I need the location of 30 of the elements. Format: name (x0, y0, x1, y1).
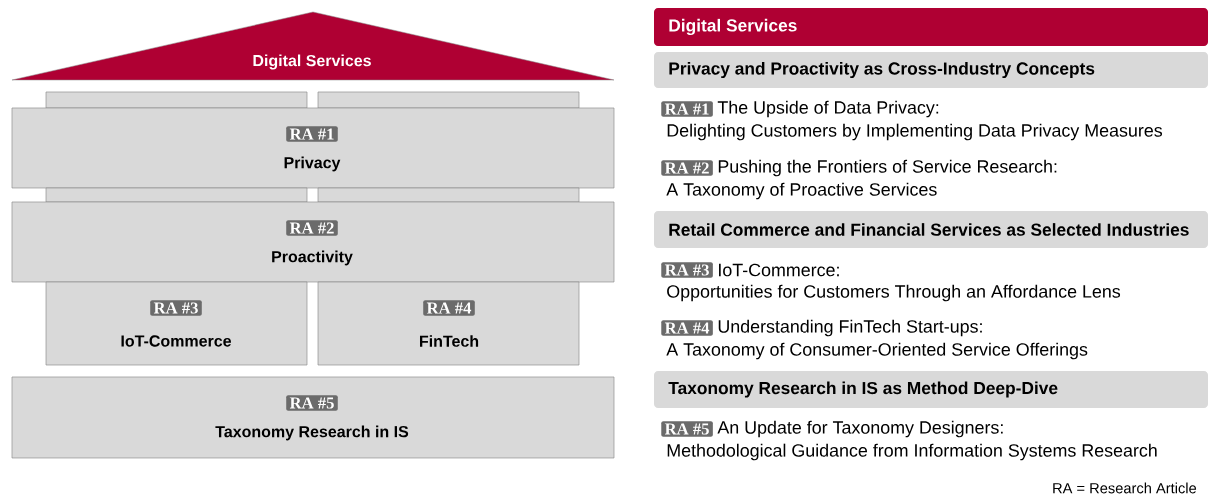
article-title: The Upside of Data Privacy: (717, 100, 939, 118)
article-badge: RA #2 (286, 220, 338, 236)
article-title: An Update for Taxonomy Designers: (717, 420, 1003, 438)
article-title: Methodological Guidance from Information Systems Research (667, 443, 1157, 461)
article-title: Understanding FinTech Start-ups: (718, 319, 982, 337)
article-badge: RA #3 (661, 262, 713, 278)
pillar-segment (317, 187, 580, 203)
article-title: A Taxonomy of Proactive Services (666, 182, 937, 200)
pillar-segment (317, 91, 580, 109)
pillar-segment (45, 187, 308, 203)
article-badge: RA #1 (286, 126, 338, 142)
header-bar: Digital Services (654, 8, 1208, 46)
article-title: Delighting Customers by Implementing Data Privacy Measures (667, 123, 1163, 141)
section-bar: Retail Commerce and Financial Services as Selected Industries (654, 211, 1208, 248)
article-badge: RA #5 (661, 421, 713, 437)
section-bar: Privacy and Proactivity as Cross-Industry Concepts (654, 52, 1208, 88)
article-badge: RA #4 (661, 320, 713, 336)
article-badge: RA #2 (661, 160, 713, 176)
section-bar: Taxonomy Research in IS as Method Deep-Dive (654, 371, 1208, 408)
article-badge: RA #1 (661, 101, 713, 117)
roof-triangle: Digital Services (11, 11, 615, 81)
article-badge: RA #4 (423, 300, 475, 316)
pillar-segment (45, 91, 308, 109)
footnote: RA = Research Article (1053, 482, 1197, 494)
article-title: IoT-Commerce: (719, 263, 839, 277)
article-title: A Taxonomy of Consumer-Oriented Service Offerings (666, 342, 1088, 360)
article-badge: RA #5 (286, 395, 338, 411)
article-title: Pushing the Frontiers of Service Research: (718, 159, 1057, 177)
article-title: Opportunities for Customers Through an Affordance Lens (667, 284, 1121, 302)
article-badge: RA #3 (150, 300, 202, 316)
